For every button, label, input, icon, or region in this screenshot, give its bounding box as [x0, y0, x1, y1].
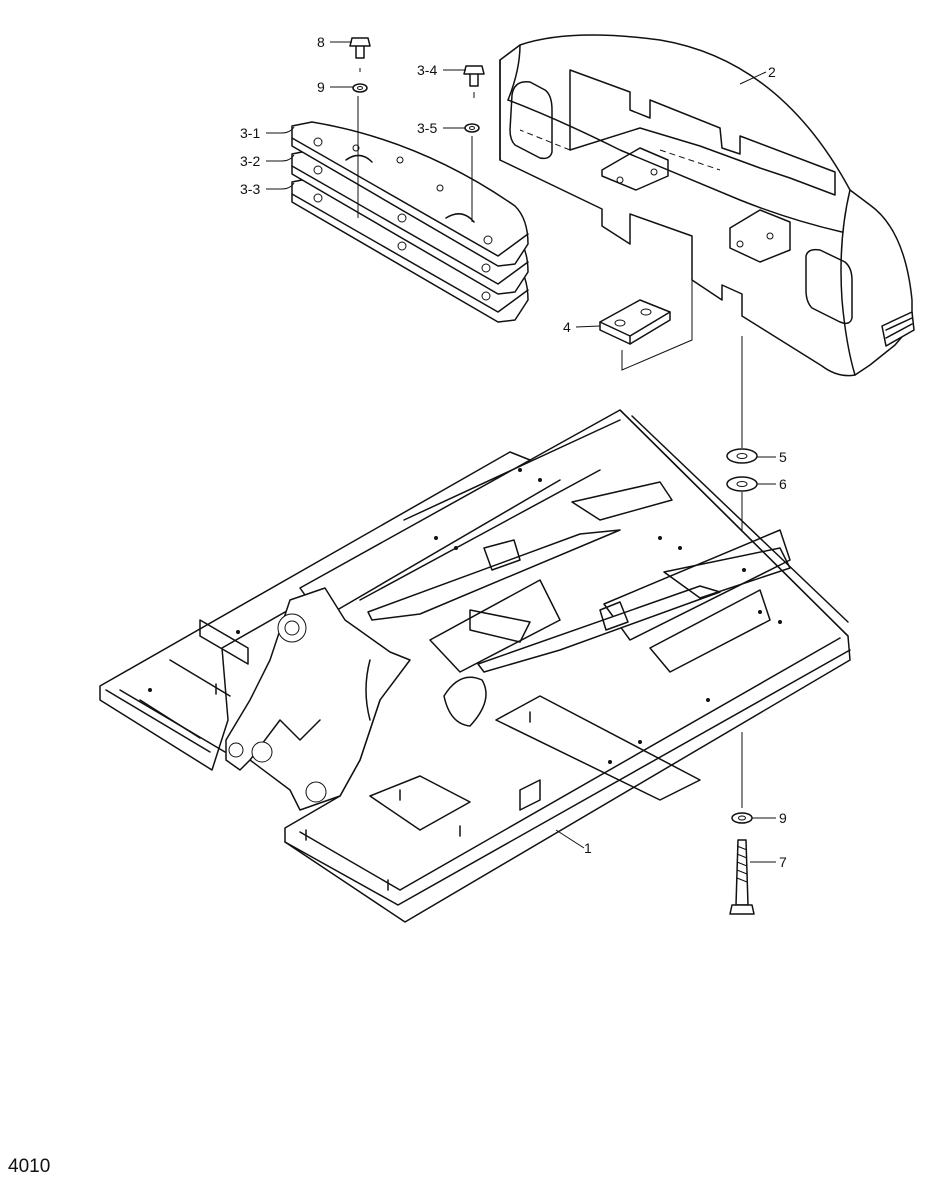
- counterweight-plates: [291, 96, 529, 323]
- plate-washer: [464, 123, 480, 133]
- callout-9-bottom: 9: [779, 810, 787, 826]
- plate-bolt: [463, 65, 485, 98]
- callout-3-4: 3-4: [417, 62, 437, 78]
- leader-lines: [266, 41, 776, 863]
- base-frame: [99, 409, 851, 923]
- callout-5: 5: [779, 449, 787, 465]
- callout-9-top: 9: [317, 79, 325, 95]
- top-bolt: [349, 37, 371, 72]
- callout-2: 2: [768, 64, 776, 80]
- plate-3-1: [291, 121, 529, 267]
- callout-6: 6: [779, 476, 787, 492]
- callout-3-3: 3-3: [240, 181, 260, 197]
- bracket-plate: [599, 250, 693, 371]
- callouts: 8 9 3-4 3-5 3-1 3-2 3-3 2 4 5 6 9 7 1: [240, 34, 787, 870]
- long-bolt: [729, 839, 755, 915]
- plate-3-2: [291, 149, 529, 295]
- counterweight: [499, 34, 915, 377]
- callout-3-1: 3-1: [240, 125, 260, 141]
- callout-3-2: 3-2: [240, 153, 260, 169]
- page-code: 4010: [8, 1156, 51, 1177]
- top-washer: [352, 83, 368, 93]
- callout-3-5: 3-5: [417, 120, 437, 136]
- callout-7: 7: [779, 854, 787, 870]
- callout-8: 8: [317, 34, 325, 50]
- bottom-washer: [731, 732, 753, 824]
- callout-4: 4: [563, 319, 571, 335]
- spacer-5: [726, 336, 758, 464]
- callout-1: 1: [584, 840, 592, 856]
